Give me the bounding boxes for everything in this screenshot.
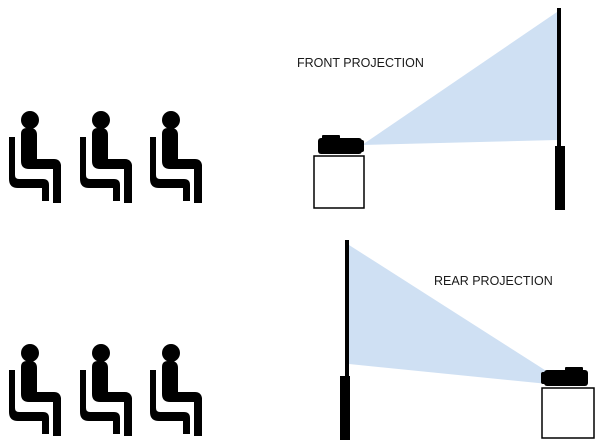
seated-person-icon — [150, 111, 202, 203]
front-projection-label: FRONT PROJECTION — [297, 56, 424, 70]
projection-screen-front — [555, 8, 565, 210]
projector-stand-rear — [541, 387, 595, 439]
projection-screen-rear — [340, 240, 350, 440]
seated-person-icon — [80, 111, 132, 203]
projector-rear — [541, 367, 588, 386]
projector-front — [318, 135, 364, 154]
light-beam-rear — [349, 245, 548, 384]
seated-person-icon — [9, 111, 61, 203]
rear-projection-scene: REAR PROJECTION — [9, 240, 595, 440]
light-beam-front — [362, 12, 557, 145]
seated-person-icon — [9, 344, 61, 436]
front-projection-scene: FRONT PROJECTION — [9, 8, 565, 210]
projector-stand-front — [313, 155, 365, 209]
audience-front — [9, 111, 202, 203]
seated-person-icon — [80, 344, 132, 436]
rear-projection-label: REAR PROJECTION — [434, 274, 553, 288]
audience-rear — [9, 344, 202, 436]
seated-person-icon — [150, 344, 202, 436]
